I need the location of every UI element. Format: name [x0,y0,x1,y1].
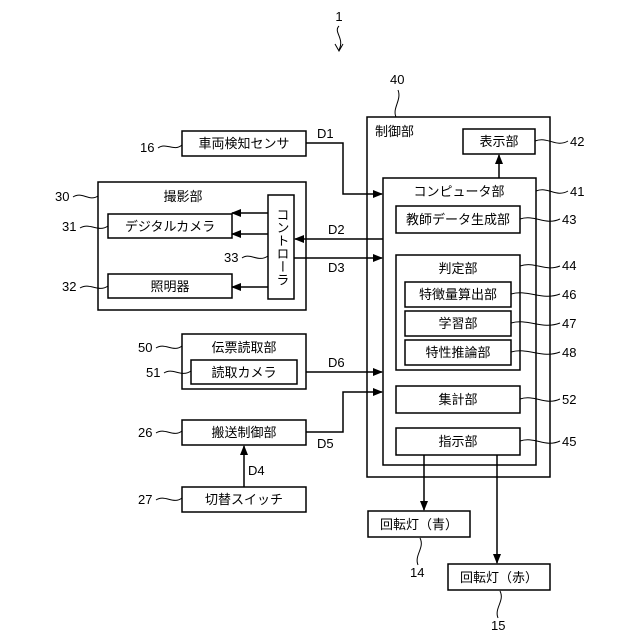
figure-number-arrow [337,26,340,50]
transport-ref: 26 [138,425,152,440]
estimate-ref: 48 [562,345,576,360]
switch-ref-lead [156,498,182,500]
imaging-unit-ref-lead [73,195,98,198]
learning-label: 学習部 [438,316,477,332]
judge-ref: 44 [562,258,576,273]
feature-label: 特徴量算出部 [419,288,497,303]
instruct-label: 指示部 [438,435,477,450]
computer-ref-lead [536,190,568,194]
switch-label: 切替スイッチ [205,493,283,508]
digital-camera-ref: 31 [62,219,76,234]
computer-title: コンピュータ部 [413,185,504,200]
lighting-label: 照明器 [150,280,189,295]
display-ref: 42 [570,134,584,149]
signal-d5-label: D5 [317,436,334,451]
tally-label: 集計部 [438,392,477,408]
computer-ref: 41 [570,184,584,199]
tally-ref-lead [520,398,560,402]
blue-lamp-label: 回転灯（青） [380,518,458,533]
red-lamp-label: 回転灯（赤） [460,571,538,586]
teacher-data-ref: 43 [562,212,576,227]
signal-d5-line [306,392,382,432]
red-lamp-ref-lead [497,591,501,618]
signal-d6-label: D6 [328,355,345,370]
display-ref-lead [535,140,568,144]
sensor-ref-lead [158,145,182,148]
controller-label: コントローラ [274,208,289,286]
signal-d3-label: D3 [328,260,345,275]
signal-d4-label: D4 [248,463,265,478]
blue-lamp-ref: 14 [410,565,424,580]
blue-lamp-ref-lead [417,538,421,565]
teacher-data-label: 教師データ生成部 [406,212,510,228]
imaging-unit-title: 撮影部 [163,189,202,205]
digital-camera-ref-lead [80,226,108,228]
estimate-label: 特性推論部 [425,345,490,361]
tally-ref: 52 [562,392,576,407]
controller-ref-lead [242,256,268,258]
imaging-unit-ref: 30 [55,189,69,204]
display-label: 表示部 [479,135,518,150]
signal-d1-label: D1 [317,126,334,141]
sensor-label: 車両検知センサ [198,136,289,152]
control-unit-ref-lead [395,90,399,117]
lighting-ref: 32 [62,279,76,294]
instruct-ref-lead [520,440,560,444]
slip-reader-title: 伝票読取部 [211,340,276,356]
controller-ref: 33 [224,250,238,265]
sensor-ref: 16 [140,140,154,155]
lighting-ref-lead [80,286,108,288]
figure-number: 1 [335,9,342,24]
teacher-data-ref-lead [520,218,560,222]
slip-reader-ref-lead [156,346,182,348]
signal-d1-line [306,143,382,194]
control-unit-ref: 40 [390,72,404,87]
digital-camera-label: デジタルカメラ [125,219,215,235]
reading-camera-label: 読取カメラ [211,365,276,381]
signal-d2-label: D2 [328,222,345,237]
instruct-ref: 45 [562,434,576,449]
switch-ref: 27 [138,492,152,507]
control-unit-title: 制御部 [375,125,414,140]
feature-ref: 46 [562,287,576,302]
judge-title: 判定部 [438,262,477,277]
reading-camera-ref-lead [164,371,191,373]
learning-ref: 47 [562,316,576,331]
slip-reader-ref: 50 [138,340,152,355]
red-lamp-ref: 15 [491,618,505,633]
judge-ref-lead [520,265,560,268]
reading-camera-ref: 51 [146,365,160,380]
transport-label: 搬送制御部 [211,426,276,441]
transport-ref-lead [156,431,182,433]
